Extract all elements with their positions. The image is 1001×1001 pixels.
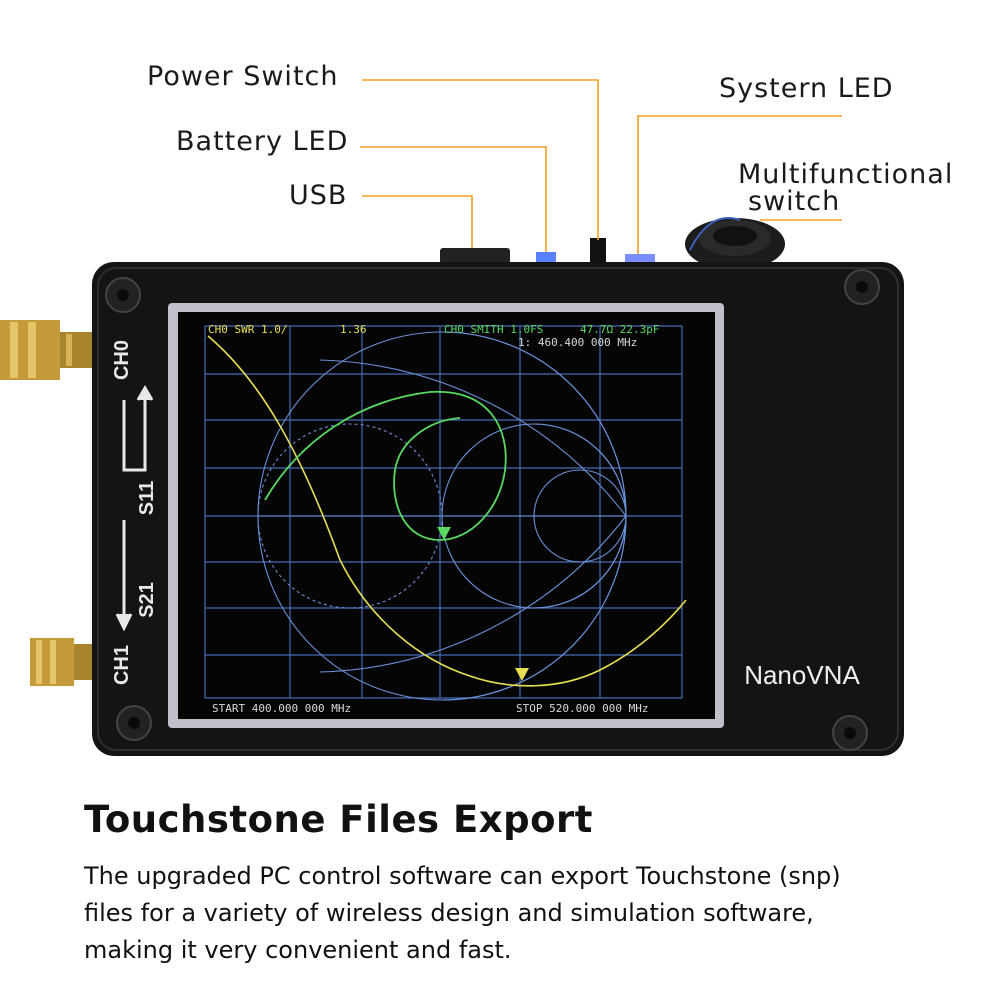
screen-grid — [204, 325, 683, 699]
signal-path-arrows — [115, 385, 154, 632]
screw-bottom-right — [832, 715, 868, 751]
system-led — [625, 254, 655, 264]
marker-smith — [437, 527, 451, 540]
sma-connector-ch0 — [0, 320, 100, 380]
port-ch0-label: CH0 — [111, 340, 133, 380]
headline: Touchstone Files Export — [84, 798, 593, 841]
battery-led — [536, 252, 556, 264]
callout-battery-led: Battery LED — [176, 126, 349, 157]
marker-frequency: 1: 460.400 000 MHz — [518, 336, 637, 349]
brand-label: NanoVNA — [744, 660, 860, 690]
screw-top-left — [105, 277, 141, 313]
sma-connector-ch1 — [30, 638, 100, 686]
stop-frequency: STOP 520.000 000 MHz — [516, 702, 648, 715]
description-line-3: making it very convenient and fast. — [84, 936, 512, 964]
usb-port — [440, 248, 510, 264]
smith-trace — [264, 390, 507, 541]
callout-leader-lines — [360, 79, 842, 254]
callout-multifunctional-switch: switch — [748, 186, 841, 217]
smith-chart — [257, 331, 627, 701]
callout-system-led: Systern LED — [719, 73, 894, 104]
s21-label: S21 — [136, 582, 158, 618]
description-line-2: files for a variety of wireless design a… — [84, 899, 814, 927]
marker-swr — [515, 668, 529, 681]
leader-power-switch — [362, 79, 599, 240]
description: The upgraded PC control software can exp… — [84, 858, 984, 969]
callout-power-switch: Power Switch — [147, 61, 339, 92]
s11-label: S11 — [136, 481, 158, 515]
start-frequency: START 400.000 000 MHz — [212, 702, 351, 715]
power-switch — [590, 238, 606, 264]
callout-multifunctional: Multifunctional — [738, 159, 954, 190]
callout-usb: USB — [289, 180, 348, 211]
trace1-label: CH0 SWR 1.0/ — [208, 323, 287, 336]
leader-battery-led — [360, 146, 547, 252]
multifunction-switch — [685, 217, 785, 270]
leader-system-led — [637, 115, 842, 254]
trace2-label: CH0 SMITH 1.0FS — [444, 323, 543, 336]
port-ch1-label: CH1 — [111, 645, 133, 685]
trace1-value: 1.36 — [340, 323, 367, 336]
leader-usb — [362, 195, 473, 248]
screw-bottom-left — [116, 705, 152, 741]
description-line-1: The upgraded PC control software can exp… — [84, 862, 841, 890]
trace2-value: 47.7Ω 22.3pF — [580, 323, 659, 336]
swr-trace — [207, 335, 687, 687]
nanovna-device: CH0 S11 S21 CH1 NanoVNA — [0, 217, 904, 756]
screw-top-right — [844, 269, 880, 305]
